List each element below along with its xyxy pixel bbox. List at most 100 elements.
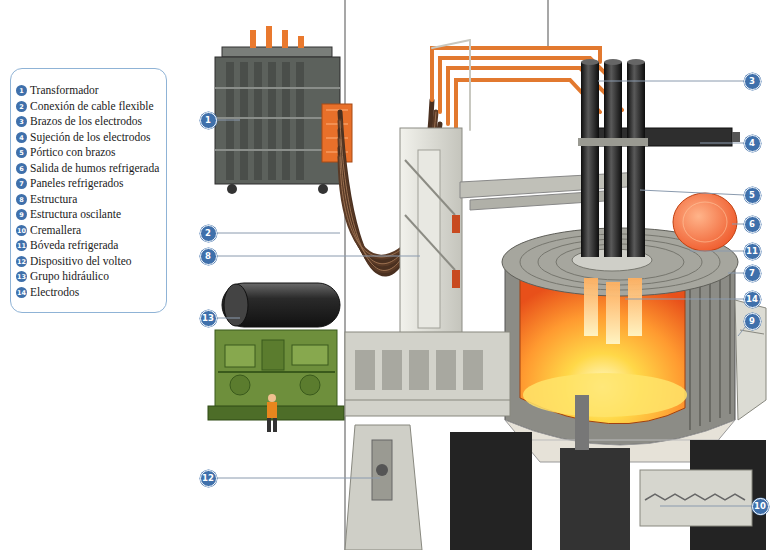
platform-structure-part <box>735 300 766 420</box>
fume-outlet-part <box>683 202 727 242</box>
leader-lines-part <box>625 299 744 300</box>
callout-circle: 9 <box>744 313 761 330</box>
callout-number: 1 <box>19 87 24 95</box>
legend-box: TransformadorConexión de cable flexibleB… <box>10 68 167 313</box>
legend-number: 1 <box>16 85 27 96</box>
hydraulic-group-part <box>225 345 255 367</box>
mast-part <box>452 215 460 233</box>
legend-number: 8 <box>16 194 27 205</box>
legend-number: 5 <box>16 147 27 158</box>
mast-part <box>452 270 460 288</box>
platform-structure-part <box>355 350 375 390</box>
legend-number: 13 <box>16 271 27 282</box>
transformer-part <box>250 30 256 48</box>
electrodes-part <box>627 59 645 65</box>
transformer-part <box>318 184 328 194</box>
part-name: Sujeción de los electrodos <box>30 130 160 146</box>
callout-number: 5 <box>749 190 755 200</box>
platform-structure-part <box>409 350 429 390</box>
foundations-part <box>575 395 589 450</box>
callout-number: 4 <box>19 134 24 142</box>
leader-lines-part <box>732 224 744 225</box>
leader-lines-part <box>660 506 752 507</box>
callout-number: 2 <box>19 103 24 111</box>
worker-figure-part <box>273 418 277 432</box>
platform-structure-part <box>345 332 510 416</box>
callout-number: 4 <box>749 138 755 148</box>
hydraulic-group-part <box>218 371 335 373</box>
transformer-part <box>326 124 348 125</box>
frame-lines-part <box>344 0 346 550</box>
callout-number: 9 <box>749 316 755 326</box>
callout-circle: 12 <box>200 470 217 487</box>
hydraulic-group-part <box>262 340 284 370</box>
transformer-part <box>227 184 237 194</box>
callout-circle: 3 <box>744 73 761 90</box>
transformer-part <box>268 62 276 180</box>
electrodes-part <box>581 62 599 257</box>
callout-number: 11 <box>17 242 26 250</box>
electrodes-part <box>581 59 599 65</box>
electrodes-part <box>627 62 645 257</box>
callout-number: 3 <box>19 118 24 126</box>
bus-tubes-part <box>432 40 470 48</box>
bus-tubes-part <box>469 40 471 130</box>
transformer-part <box>215 117 340 119</box>
legend-number: 3 <box>16 116 27 127</box>
part-name: Dispositivo del volteo <box>30 254 160 270</box>
transformer-part <box>254 62 262 180</box>
callout-number: 8 <box>19 196 24 204</box>
platform-structure-part <box>382 350 402 390</box>
hydraulic-group-part <box>215 330 337 408</box>
callout-circle: 1 <box>200 112 217 129</box>
transformer-part <box>296 62 304 180</box>
transformer-part <box>240 62 248 180</box>
tilting-device-part <box>372 440 392 500</box>
mast <box>400 128 462 333</box>
frame-lines-part <box>547 0 549 48</box>
legend-number: 6 <box>16 163 27 174</box>
transformer-part <box>282 62 290 180</box>
furnace-shell-part <box>690 268 730 430</box>
transformer-part <box>298 36 304 48</box>
mast-part <box>405 160 455 215</box>
rack-part <box>640 470 752 526</box>
furnace-shell <box>505 262 735 462</box>
callout-number: 10 <box>754 501 766 511</box>
furnace-shell-part <box>523 373 687 417</box>
part-name: Paneles refrigerados <box>30 176 160 192</box>
callout-number: 14 <box>746 294 758 304</box>
callout-number: 12 <box>17 258 26 266</box>
leader-lines-part <box>598 81 744 82</box>
callout-circle: 2 <box>200 225 217 242</box>
leader-lines-part <box>640 190 744 195</box>
worker-figure <box>267 394 277 432</box>
callout-number: 13 <box>202 313 214 323</box>
part-name: Pórtico con brazos <box>30 145 160 161</box>
transformer-part <box>266 26 272 48</box>
part-name: Estructura <box>30 192 160 208</box>
leader-lines <box>216 81 752 506</box>
transformer-part <box>326 110 348 111</box>
leader-lines-part <box>216 256 420 257</box>
callout-number: 1 <box>205 115 211 125</box>
platform-structure-part <box>345 400 510 401</box>
rack <box>640 470 752 526</box>
tilting-device <box>345 425 422 550</box>
electrodes <box>578 59 648 344</box>
electrodes-part <box>604 59 622 65</box>
electrodes-part <box>584 278 598 336</box>
callout-number: 5 <box>19 149 24 157</box>
callout-circle: 7 <box>744 265 761 282</box>
platform-structure-part <box>463 350 483 390</box>
mast-part <box>400 128 462 333</box>
transformer-part <box>215 149 340 151</box>
transformer <box>215 26 352 194</box>
electrodes-part <box>604 62 622 257</box>
leader-lines-part <box>738 326 746 336</box>
hydraulic-group-part <box>224 284 248 326</box>
worker-figure-part <box>267 402 277 418</box>
transformer-part <box>226 62 234 180</box>
leader-lines-part <box>216 318 240 319</box>
callout-number: 12 <box>202 473 214 483</box>
